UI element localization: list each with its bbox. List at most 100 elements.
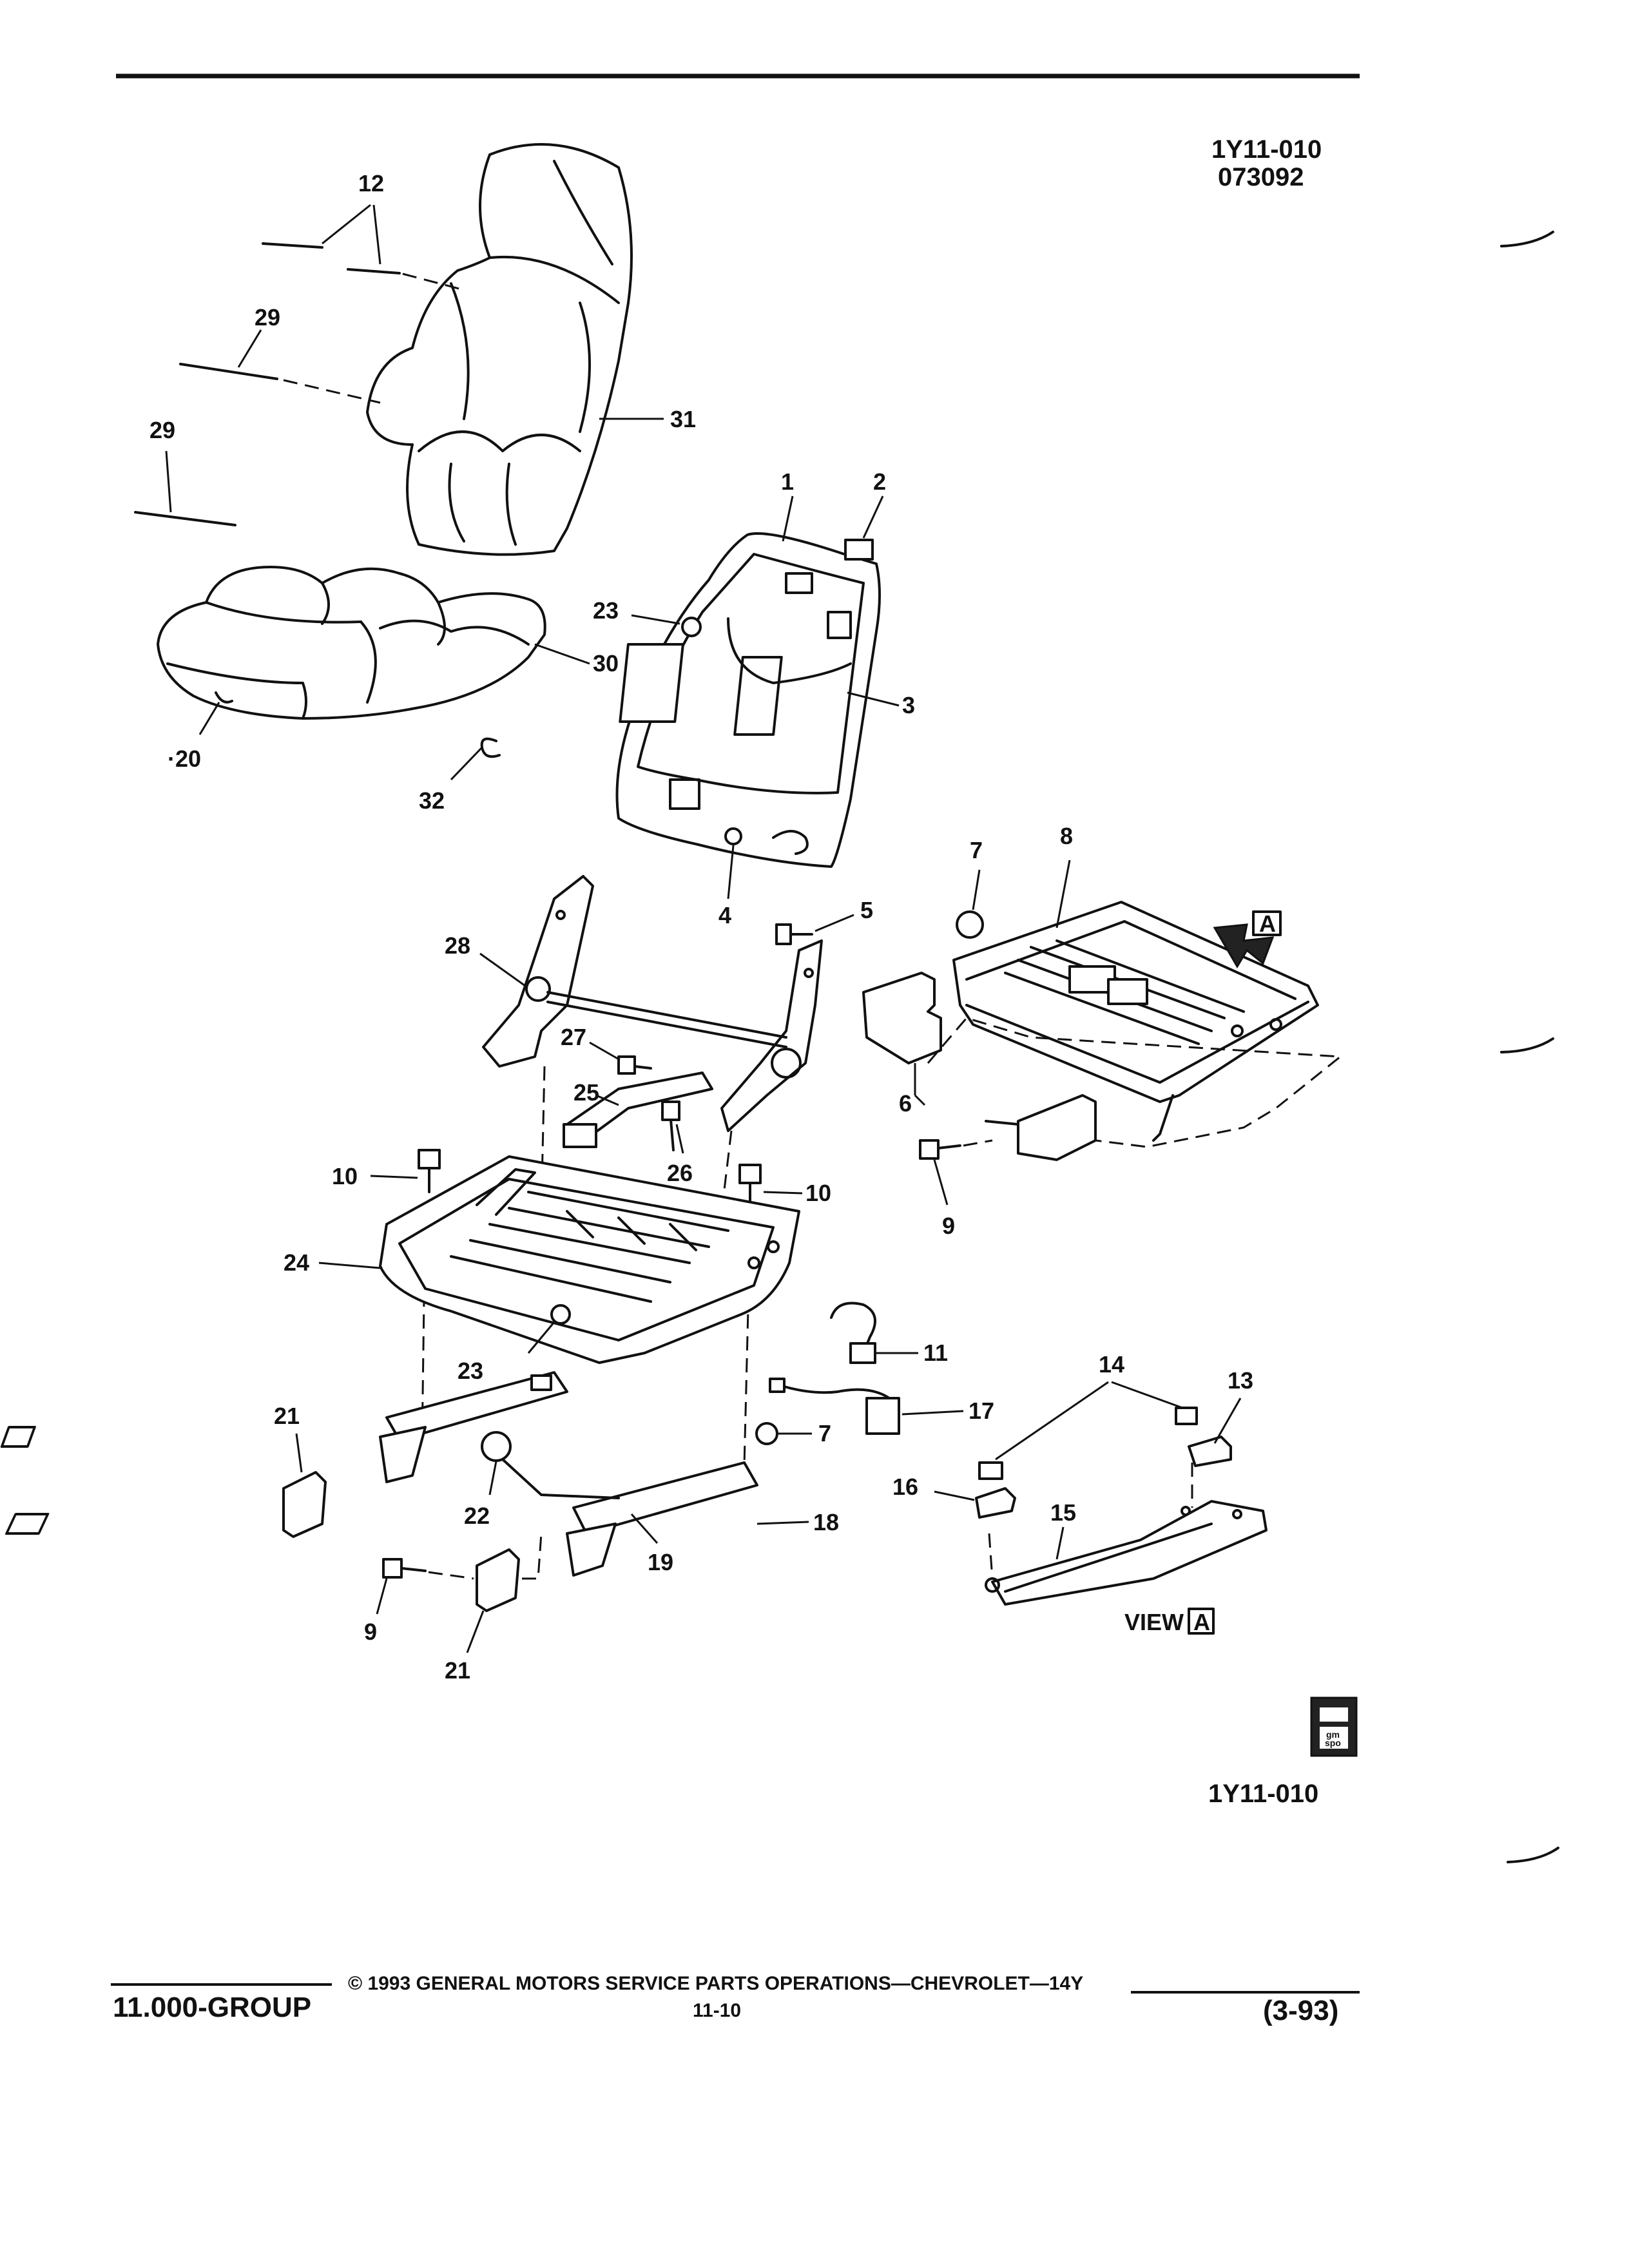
- callout-28: 28: [445, 932, 470, 959]
- footer-revision: (3-93): [1263, 1995, 1338, 2026]
- figure-id: 1Y11-010: [1211, 135, 1322, 164]
- figure-id-bottom: 1Y11-010: [1208, 1780, 1318, 1808]
- actuator-25: [563, 1072, 713, 1148]
- dash-bolt-9: [428, 1571, 474, 1580]
- view-a-letter: A: [1193, 1609, 1210, 1635]
- seat-track-right: [566, 1461, 758, 1577]
- seat-adjuster-8: [952, 901, 1319, 1142]
- cover-21-lower: [476, 1548, 520, 1612]
- binding-mark-2: [1500, 1037, 1554, 1053]
- callout-4: 4: [718, 902, 731, 928]
- bolt-26: [661, 1100, 680, 1151]
- footer-group: 11.000-GROUP: [113, 1992, 311, 2023]
- callout-30: 30: [593, 650, 619, 677]
- callout-14: 14: [1099, 1351, 1124, 1378]
- seat-bottom-cover: [157, 566, 546, 720]
- hog-ring-32: [480, 737, 501, 758]
- recliner-assembly: [482, 875, 823, 1132]
- harness-11: [830, 1302, 876, 1364]
- knob-22: [481, 1431, 512, 1462]
- badge-spo: spo: [1325, 1738, 1341, 1748]
- callout-11: 11: [923, 1340, 948, 1366]
- rod-29-lower: [134, 511, 236, 526]
- footer-copyright: © 1993 GENERAL MOTORS SERVICE PARTS OPER…: [348, 1973, 1083, 1994]
- binding-mark-3: [1507, 1847, 1559, 1863]
- seat-back-cover: [366, 143, 633, 556]
- callout-22: 22: [464, 1503, 490, 1529]
- callout-9-upper: 9: [942, 1213, 955, 1239]
- callout-10-left: 10: [332, 1163, 358, 1189]
- dash-rod-12: [402, 273, 465, 291]
- seat-track-left: [379, 1371, 568, 1483]
- seat-back-frame: [615, 532, 881, 868]
- dash-rod-29: [283, 379, 381, 404]
- callout-27: 27: [561, 1024, 586, 1050]
- bracket-2: [844, 539, 874, 561]
- callout-29-lower: 29: [149, 417, 175, 443]
- callout-18: 18: [813, 1509, 839, 1535]
- bolt-27: [617, 1055, 652, 1075]
- arrow-letter: A: [1259, 910, 1276, 937]
- callout-31: 31: [670, 406, 696, 432]
- leader-30: [534, 643, 590, 665]
- wiring-17: [769, 1378, 900, 1435]
- nut-7-upper: [956, 910, 984, 939]
- floor-outline-upper: [927, 1017, 1343, 1148]
- callout-20: ·20: [168, 745, 201, 772]
- rod-29-upper: [179, 363, 278, 380]
- bolt-9-lower: [382, 1558, 427, 1579]
- clip-14: [978, 1407, 1198, 1480]
- callout-13: 13: [1228, 1367, 1253, 1394]
- callout-15: 15: [1050, 1499, 1076, 1526]
- nut-7-lower: [755, 1422, 778, 1445]
- callout-2: 2: [873, 468, 886, 495]
- callout-16: 16: [892, 1474, 918, 1500]
- callout-24: 24: [284, 1249, 309, 1276]
- binding-mark-1: [1500, 231, 1554, 247]
- rod-12-upper: [262, 242, 401, 274]
- bracket-13: [1188, 1436, 1232, 1467]
- bolt-10-right: [738, 1164, 762, 1206]
- pad-left: [0, 1426, 36, 1448]
- assembly-line-3: [421, 1204, 427, 1444]
- callout-32: 32: [419, 787, 445, 814]
- callout-17: 17: [969, 1398, 994, 1424]
- bracket-16: [975, 1487, 1016, 1519]
- callout-21-lower: 21: [445, 1657, 470, 1684]
- callout-3: 3: [902, 692, 915, 718]
- callout-19: 19: [648, 1549, 673, 1575]
- callout-9-lower: 9: [364, 1619, 377, 1645]
- bolt-5: [775, 923, 813, 945]
- gm-spo-badge: gm spo: [1310, 1696, 1358, 1757]
- callout-12: 12: [358, 170, 384, 197]
- view-a-label: VIEW: [1124, 1609, 1184, 1635]
- view-a-track: [985, 1463, 1268, 1606]
- bolt-9-upper: [919, 1139, 961, 1160]
- callout-8: 8: [1060, 823, 1073, 849]
- badge-gm: gm: [1326, 1729, 1340, 1740]
- callout-23-lower: 23: [458, 1358, 483, 1384]
- callout-7-lower: 7: [818, 1420, 831, 1446]
- callout-25: 25: [574, 1079, 599, 1106]
- callout-26: 26: [667, 1160, 693, 1186]
- bolt-10-left: [418, 1149, 441, 1193]
- clip-20: [215, 691, 233, 704]
- pad-18: [5, 1513, 50, 1535]
- seat-pan: [379, 1155, 800, 1364]
- grommet-23-lower: [550, 1304, 571, 1325]
- date-code: 073092: [1218, 163, 1304, 191]
- view-arrow: A: [1213, 910, 1282, 968]
- callout-1: 1: [781, 468, 794, 495]
- callout-5: 5: [860, 897, 873, 923]
- callout-7-upper: 7: [970, 837, 983, 863]
- view-a-box: [1188, 1608, 1215, 1635]
- callout-23-upper: 23: [593, 597, 619, 624]
- cover-21-upper: [282, 1471, 327, 1538]
- footer-page: 11-10: [693, 2000, 741, 2021]
- callout-6: 6: [899, 1090, 912, 1117]
- nut-4: [724, 827, 742, 845]
- grommet-23-upper: [681, 617, 702, 637]
- callout-21-upper: 21: [274, 1403, 300, 1429]
- callout-29-upper: 29: [255, 304, 280, 331]
